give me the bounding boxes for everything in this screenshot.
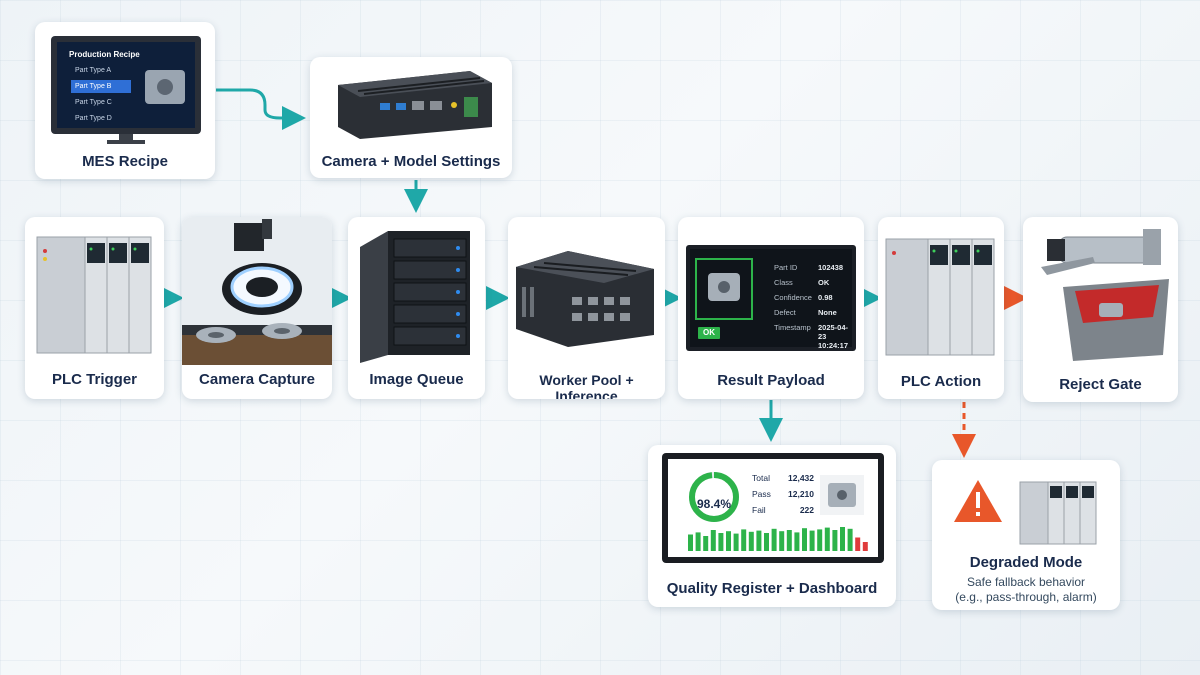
chart-bar xyxy=(703,536,709,551)
stat-value: 12,210 xyxy=(788,489,814,499)
chart-bar xyxy=(862,542,868,551)
camera-capture-label: Camera Capture xyxy=(199,371,315,388)
stat-row: Pass 12,210 xyxy=(752,489,814,499)
recipe-screen-title: Production Recipe xyxy=(69,50,140,59)
camera-capture-card: Camera Capture xyxy=(182,217,332,399)
chart-bar xyxy=(764,533,769,551)
worker-pool-card: Worker Pool + Inference xyxy=(508,217,665,399)
reject-gate-card: Reject Gate xyxy=(1023,217,1178,402)
payload-key: Confidence xyxy=(774,293,812,302)
recipe-list-item[interactable]: Part Type D xyxy=(75,115,112,122)
stat-key: Pass xyxy=(752,489,771,499)
payload-key: Defect xyxy=(774,308,796,317)
degraded-illustration xyxy=(954,480,1097,545)
plc-action-card: PLC Action xyxy=(878,217,1004,399)
mes-recipe-label: MES Recipe xyxy=(82,153,168,170)
stat-value: 222 xyxy=(799,505,814,515)
payload-key: Class xyxy=(774,278,793,287)
stat-row: Total 12,432 xyxy=(752,473,814,483)
server-rack-illustration xyxy=(360,231,470,363)
payload-row: Defect None xyxy=(774,308,856,317)
chart-bar xyxy=(840,527,845,551)
stat-value: 12,432 xyxy=(788,473,814,483)
payload-key: Part ID xyxy=(774,263,798,272)
payload-row: Class OK xyxy=(774,278,856,287)
chart-bar xyxy=(771,528,777,551)
payload-value: 102438 xyxy=(818,263,844,272)
dashboard-monitor xyxy=(662,453,884,563)
recipe-list: Part Type A Part Type B Part Type C Part Ty… xyxy=(71,64,131,128)
stat-key: Total xyxy=(752,473,770,483)
degraded-description-line2: (e.g., pass-through, alarm) xyxy=(955,590,1097,604)
plc-rack-illustration xyxy=(36,236,152,354)
image-queue-label: Image Queue xyxy=(369,371,464,388)
degraded-mode-card: Degraded Mode Safe fallback behavior (e.… xyxy=(932,460,1120,610)
chart-bar xyxy=(695,532,701,551)
payload-value: OK xyxy=(818,278,830,287)
chart-bar xyxy=(726,531,731,551)
reject-gate-label: Reject Gate xyxy=(1059,376,1142,393)
payload-row: Timestamp 2025-04-23 10:24:17 xyxy=(774,323,856,350)
chart-bar xyxy=(710,530,716,551)
payload-value: 0.98 xyxy=(818,293,833,302)
degraded-mode-label: Degraded Mode xyxy=(969,554,1083,571)
bar-chart xyxy=(688,527,868,551)
part-thumbnail-icon xyxy=(820,475,864,515)
arrow-mes-to-settings xyxy=(216,88,306,130)
part-preview-icon xyxy=(145,70,185,104)
chart-bar xyxy=(718,533,724,551)
chart-bar xyxy=(817,529,823,551)
chart-bar xyxy=(786,530,792,551)
payload-key: Timestamp xyxy=(774,323,811,332)
chart-bar xyxy=(809,530,815,551)
worker-pool-label: Worker Pool + Inference xyxy=(539,372,634,399)
yield-value: 98.4% xyxy=(696,497,732,511)
chart-bar xyxy=(748,531,754,551)
camera-model-settings-label: Camera + Model Settings xyxy=(321,153,501,170)
chart-bar xyxy=(779,531,785,551)
plc-rack-illustration xyxy=(885,238,995,356)
recipe-list-item[interactable]: Part Type A xyxy=(75,67,112,74)
stat-key: Fail xyxy=(752,505,766,515)
plc-trigger-card: PLC Trigger xyxy=(25,217,164,399)
mes-recipe-card: Production Recipe Part Type A Part Type B… xyxy=(35,22,215,179)
camera-ring-light-illustration xyxy=(182,217,332,365)
plc-trigger-label: PLC Trigger xyxy=(51,371,137,388)
chart-bar xyxy=(688,534,693,551)
chart-bar xyxy=(741,529,747,551)
recipe-list-item[interactable]: Part Type B xyxy=(71,80,131,93)
payload-value: 2025-04-23 10:24:17 xyxy=(818,323,849,350)
payload-row: Part ID 102438 xyxy=(774,263,856,272)
chart-bar xyxy=(855,537,861,551)
industrial-pc-illustration xyxy=(338,71,492,139)
warning-icon xyxy=(954,480,1002,522)
chart-bar xyxy=(794,532,800,551)
payload-row: Confidence 0.98 xyxy=(774,293,856,302)
status-badge: OK xyxy=(698,327,720,339)
result-screen-illustration xyxy=(686,245,856,351)
quality-dashboard-label: Quality Register + Dashboard xyxy=(666,580,878,597)
recipe-list-item[interactable]: Part Type C xyxy=(75,99,112,106)
edge-compute-illustration xyxy=(516,251,654,347)
chart-bar xyxy=(847,528,853,551)
camera-model-settings-card: Camera + Model Settings xyxy=(310,57,512,178)
chart-bar xyxy=(733,533,739,551)
stat-row: Fail 222 xyxy=(752,505,814,515)
result-payload-label: Result Payload xyxy=(717,372,825,389)
reject-bin-illustration xyxy=(1041,229,1169,361)
chart-bar xyxy=(824,527,830,551)
chart-bar xyxy=(832,530,838,551)
plc-action-label: PLC Action xyxy=(900,373,982,390)
image-queue-card: Image Queue xyxy=(348,217,485,399)
yield-ring xyxy=(689,472,739,522)
chart-bar xyxy=(802,528,807,551)
chart-bar xyxy=(756,530,762,551)
degraded-description-line1: Safe fallback behavior xyxy=(966,575,1086,589)
payload-value: None xyxy=(818,308,837,317)
